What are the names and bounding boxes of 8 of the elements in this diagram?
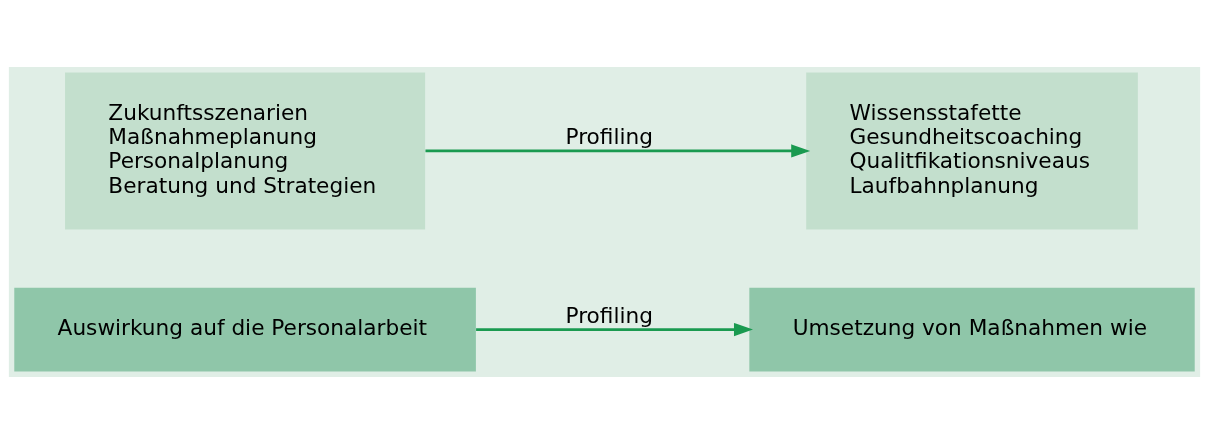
node-box: Umsetzung von Maßnahmen wie (749, 287, 1195, 372)
edge-label: Profiling (565, 302, 653, 328)
edge-label: Profiling (565, 123, 653, 149)
node-box: Zukunftsszenarien Maßnahmeplanung Personalplanung Beratung und Strategien (65, 71, 426, 229)
node-box: Wissensstafette Gesundheitscoaching Qualitfikationsniveaus Laufbahnplanung (806, 71, 1138, 229)
node-box: Auswirkung auf die Personalarbeit (14, 287, 476, 372)
arrow (425, 143, 811, 158)
arrow (476, 322, 753, 336)
